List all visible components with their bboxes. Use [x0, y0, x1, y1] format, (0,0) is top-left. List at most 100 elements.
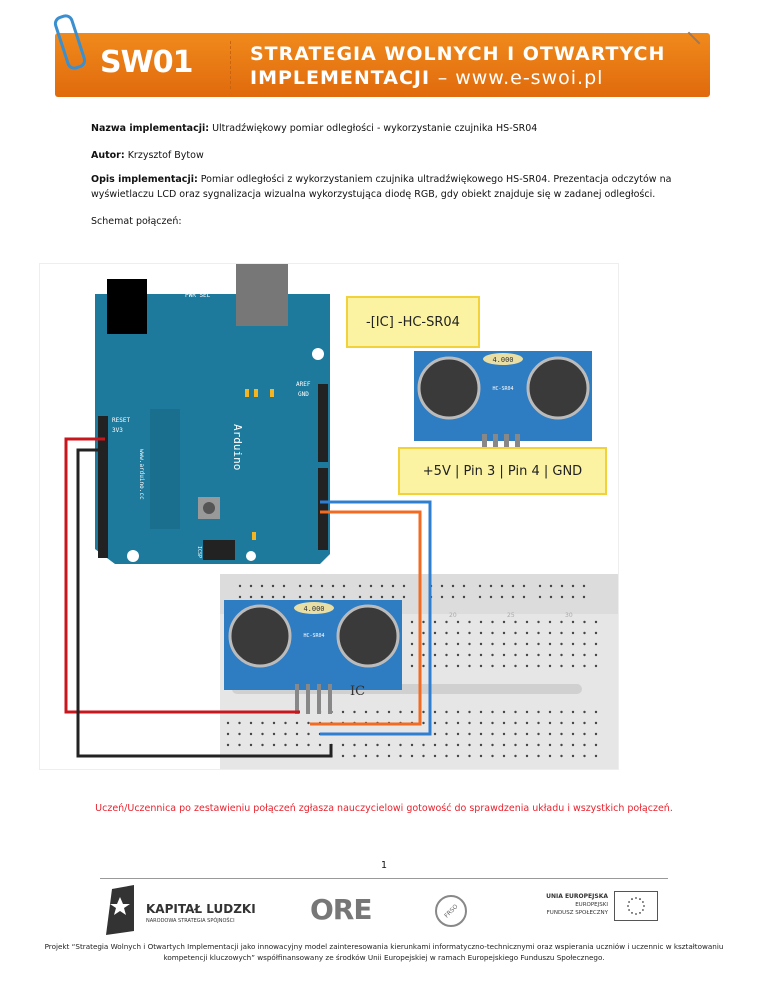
breadboard-hole [284, 732, 287, 736]
breadboard-hole [594, 642, 598, 646]
breadboard-hole [433, 710, 437, 714]
breadboard-hole [571, 664, 575, 668]
breadboard-hole [489, 584, 493, 588]
breadboard-hole [456, 721, 460, 725]
eu-star [642, 909, 644, 911]
breadboard-hole [525, 642, 529, 646]
breadboard-hole [525, 620, 529, 624]
breadboard-hole [238, 743, 241, 747]
breadboard-hole [502, 732, 506, 736]
breadboard-hole [433, 642, 437, 646]
breadboard-hole [583, 631, 586, 635]
breadboard-hole [537, 710, 540, 714]
svg-text:HC-SR04: HC-SR04 [303, 633, 324, 639]
breadboard-hole [502, 653, 506, 657]
breadboard-hole [282, 595, 286, 599]
breadboard-hole [445, 653, 448, 657]
breadboard-hole [284, 743, 287, 747]
breadboard-hole [548, 664, 552, 668]
breadboard-hole [489, 595, 493, 599]
breadboard-hole [456, 642, 460, 646]
breadboard-hole [399, 710, 402, 714]
breadboard-hole [422, 631, 425, 635]
breadboard-hole [468, 642, 471, 646]
breadboard-hole [260, 595, 264, 599]
breadboard-hole [502, 710, 506, 714]
breadboard-hole [341, 710, 345, 714]
breadboard-hole [478, 595, 482, 599]
breadboard-hole [478, 584, 482, 588]
breadboard-hole [307, 743, 310, 747]
eu-logo: UNIA EUROPEJSKA EUROPEJSKI FUNDUSZ SPOŁE… [518, 891, 668, 921]
breadboard-hole [445, 721, 448, 725]
banner-title-line1: STRATEGIA WOLNYCH I OTWARTYCH [250, 43, 666, 65]
breadboard-hole [479, 631, 483, 635]
reset-label: RESET [112, 417, 130, 424]
breadboard-hole [491, 631, 494, 635]
breadboard-hole [571, 631, 575, 635]
breadboard-hole [582, 584, 586, 588]
breadboard-hole [560, 743, 563, 747]
schema-label: Schemat połączeń: [91, 216, 182, 227]
breadboard-hole [491, 653, 494, 657]
breadboard-hole [402, 595, 406, 599]
breadboard-hole [298, 584, 302, 588]
breadboard-hole [376, 754, 379, 758]
breadboard-hole [433, 620, 437, 624]
breadboard-hole [491, 754, 494, 758]
breadboard-hole [560, 631, 563, 635]
breadboard-hole [548, 631, 552, 635]
kapital-ludzki-icon [106, 885, 134, 935]
breadboard-column-number: 20 [449, 612, 457, 619]
eu-star [635, 897, 637, 899]
breadboard-hole [226, 743, 230, 747]
breadboard-hole [331, 595, 335, 599]
breadboard-hole [538, 595, 542, 599]
breadboard-hole [433, 732, 437, 736]
breadboard-hole [548, 754, 552, 758]
breadboard-hole [468, 653, 471, 657]
breadboard-hole [341, 743, 345, 747]
icsp-label: ICSP [196, 546, 202, 558]
breadboard-hole [298, 595, 302, 599]
project-footer-text: Projekt “Strategia Wolnych i Otwartych I… [44, 942, 724, 962]
breadboard-hole [479, 653, 483, 657]
breadboard-hole [272, 732, 276, 736]
breadboard-hole [320, 584, 324, 588]
breadboard-hole [410, 754, 414, 758]
breadboard-column-number: 30 [565, 612, 573, 619]
breadboard-hole [548, 721, 552, 725]
breadboard-hole [353, 743, 356, 747]
breadboard-hole [479, 642, 483, 646]
breadboard-hole [537, 620, 540, 624]
breadboard-hole [594, 631, 598, 635]
breadboard-hole [514, 710, 517, 714]
eu-flag-icon [614, 891, 658, 921]
breadboard-hole [479, 710, 483, 714]
eu-star [631, 912, 633, 914]
aref-label: AREF [296, 381, 311, 388]
breadboard-hole [594, 743, 598, 747]
breadboard-hole [560, 710, 563, 714]
breadboard-hole [571, 584, 575, 588]
breadboard-hole [594, 653, 598, 657]
breadboard-hole [525, 732, 529, 736]
breadboard-hole [537, 642, 540, 646]
wire-gnd [76, 448, 333, 758]
breadboard-hole [376, 743, 379, 747]
frso-logo: FRSO [428, 888, 474, 934]
breadboard-hole [594, 732, 598, 736]
breadboard-hole [410, 620, 414, 624]
breadboard-hole [548, 710, 552, 714]
breadboard-hole [456, 664, 460, 668]
breadboard-hole [380, 584, 384, 588]
breadboard-hole [422, 754, 425, 758]
breadboard-hole [451, 584, 455, 588]
breadboard-hole [479, 664, 483, 668]
breadboard-hole [594, 620, 598, 624]
breadboard-hole [514, 664, 517, 668]
breadboard-hole [272, 721, 276, 725]
breadboard-hole [502, 631, 506, 635]
breadboard-hole [502, 754, 506, 758]
breadboard-hole [571, 721, 575, 725]
